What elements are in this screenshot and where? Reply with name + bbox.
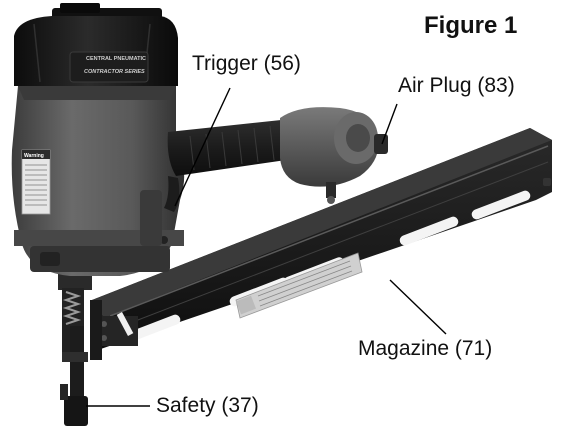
rear-cap [280,107,388,204]
magazine [90,128,552,360]
air-plug [374,134,388,154]
magazine-leader [389,279,447,335]
callout-safety: Safety (37) [156,394,259,417]
air-plug-leader [381,103,398,145]
callout-trigger: Trigger (56) [192,52,301,75]
top-cap: CENTRAL PNEUMATIC CONTRACTOR SERIES [14,3,178,86]
figure-title: Figure 1 [424,12,518,39]
callout-air-plug: Air Plug (83) [398,74,515,97]
warning-label-text: Warning [24,153,44,159]
brand-text: CENTRAL PNEUMATIC [86,56,146,62]
callout-lines [86,87,447,407]
trigger [140,176,180,246]
handle [167,118,304,176]
series-text: CONTRACTOR SERIES [84,69,145,75]
body-housing: Warning [11,86,185,276]
trigger-leader [174,87,231,207]
callout-magazine: Magazine (71) [358,337,493,360]
nose-and-safety [58,268,92,426]
